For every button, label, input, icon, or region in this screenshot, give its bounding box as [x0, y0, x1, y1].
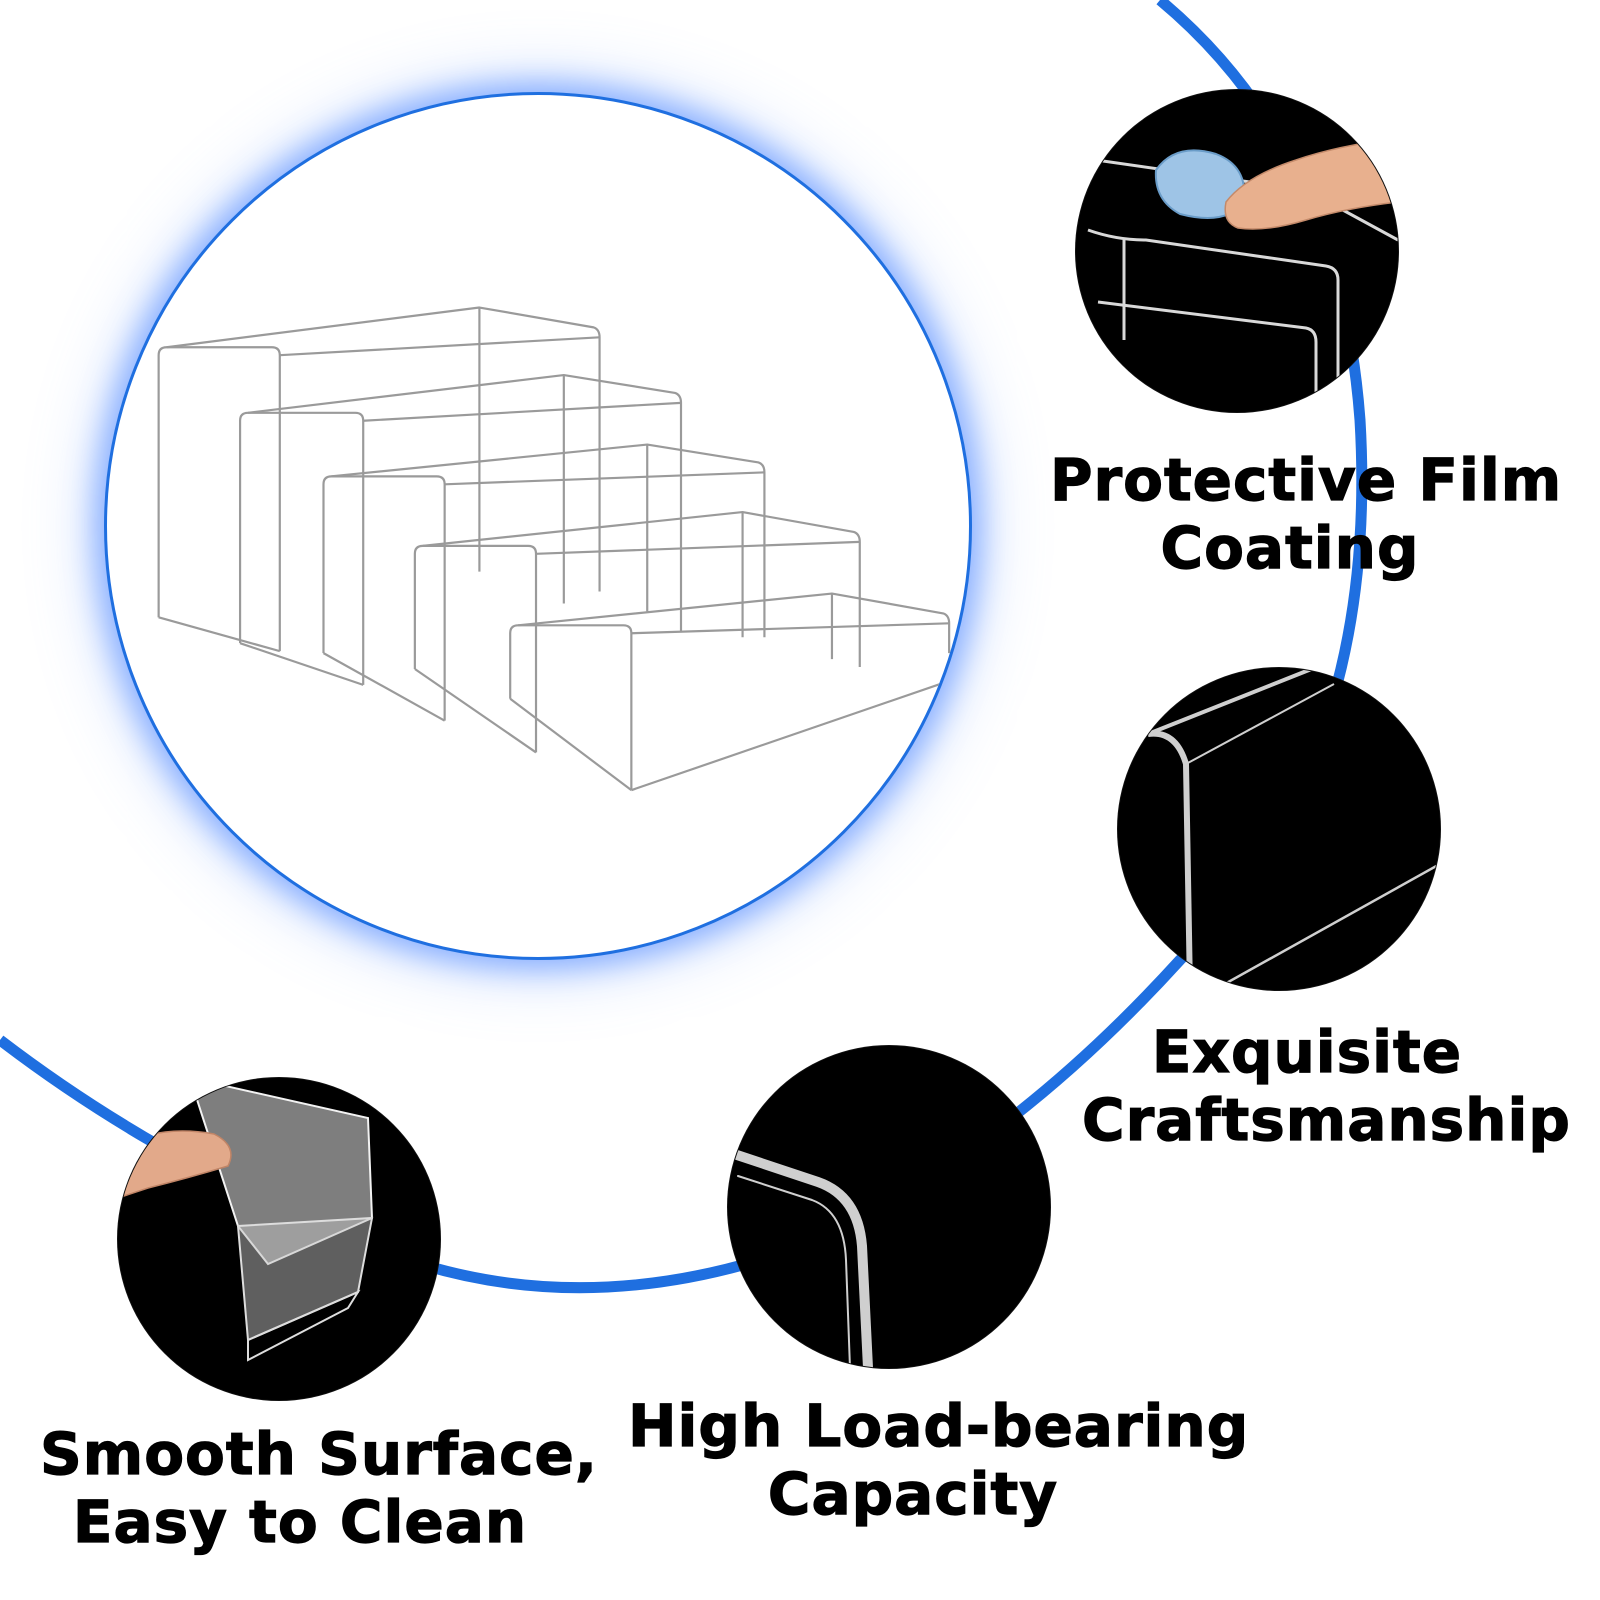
protective-film-label-line2: Coating: [1160, 514, 1420, 583]
hand-wiping-cloth-icon: [1076, 90, 1398, 412]
protective-film-label: Protective Film Coating: [1049, 445, 1563, 583]
smooth-surface-label-line1: Smooth Surface,: [39, 1419, 598, 1488]
smooth-surface-photo: [118, 1078, 440, 1400]
craftsmanship-label-line2: Craftsmanship: [1081, 1086, 1571, 1155]
peeling-film-icon: [118, 1078, 440, 1400]
acrylic-riser-set-icon: [157, 306, 951, 792]
craftsmanship-label-line1: Exquisite: [1151, 1017, 1463, 1086]
craftsmanship-photo: [1118, 668, 1440, 990]
smooth-surface-label-line2: Easy to Clean: [72, 1488, 528, 1557]
load-bearing-label-line2: Capacity: [767, 1460, 1059, 1529]
protective-film-photo: [1076, 90, 1398, 412]
main-product-circle: [104, 92, 972, 960]
acrylic-corner-closeup-icon: [728, 1046, 1050, 1368]
smooth-surface-label: Smooth Surface, Easy to Clean: [39, 1419, 598, 1557]
load-bearing-label: High Load-bearing Capacity: [627, 1391, 1250, 1529]
load-bearing-photo: [728, 1046, 1050, 1368]
acrylic-edge-closeup-icon: [1118, 668, 1440, 990]
load-bearing-label-line1: High Load-bearing: [627, 1391, 1250, 1460]
protective-film-label-line1: Protective Film: [1049, 445, 1563, 514]
craftsmanship-label: Exquisite Craftsmanship: [1081, 1017, 1571, 1155]
